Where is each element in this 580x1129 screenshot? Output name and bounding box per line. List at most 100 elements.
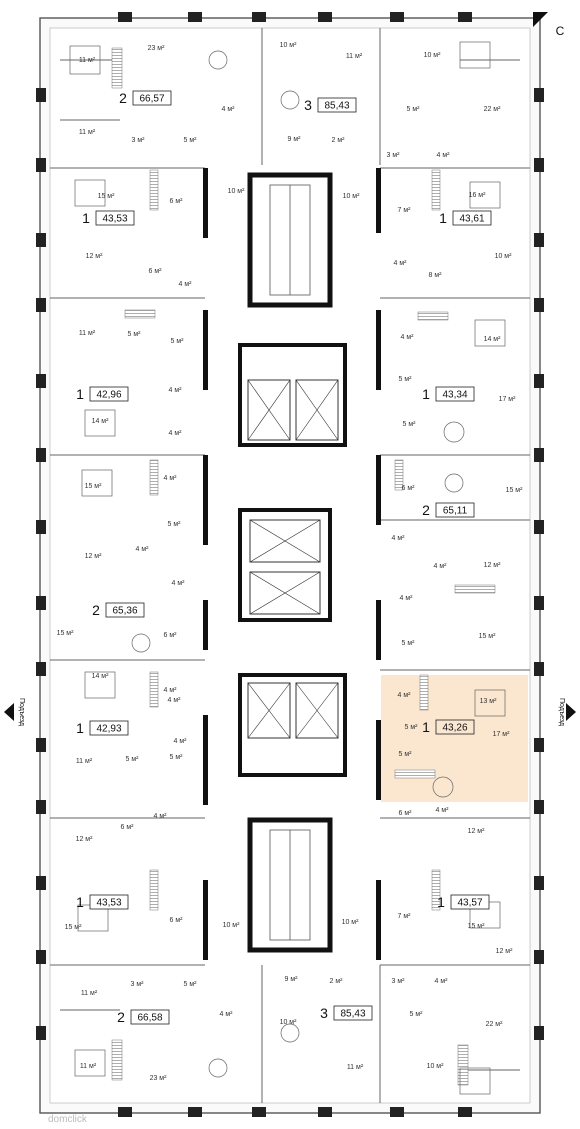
room-area-label: 4 м² (434, 563, 448, 570)
room-area-label: 3 м² (392, 978, 406, 985)
room-area-label: 11 м² (81, 990, 98, 997)
room-area-label: 10 м² (427, 1063, 445, 1070)
room-area-label: 5 м² (403, 421, 417, 428)
apartment-area-box (130, 1009, 170, 1025)
compass-north-label: С (556, 24, 565, 38)
room-area-label: 10 м² (223, 922, 241, 929)
kitchen-strips (111, 47, 496, 1086)
room-area-label: 15 м² (479, 633, 497, 640)
room-area-label: 11 м² (347, 1064, 364, 1071)
room-area-label: 4 м² (222, 106, 236, 113)
room-area-label: 10 м² (424, 52, 442, 59)
room-area-label: 6 м² (164, 632, 178, 639)
apartment-room-count: 1 (76, 894, 84, 910)
room-area-label: 23 м² (148, 45, 166, 52)
room-area-label: 11 м² (79, 129, 96, 136)
room-area-label: 12 м² (86, 253, 104, 260)
room-area-label: 12 м² (85, 553, 103, 560)
room-area-label: 7 м² (398, 207, 412, 214)
apartment-room-count: 1 (422, 386, 430, 402)
room-area-label: 10 м² (228, 188, 246, 195)
room-area-label: 4 м² (136, 546, 150, 553)
room-area-label: 5 м² (399, 751, 413, 758)
apartment-walls (50, 28, 530, 1103)
room-area-label: 9 м² (285, 976, 299, 983)
room-area-label: 4 м² (164, 475, 178, 482)
room-area-label: 4 м² (169, 387, 183, 394)
apartment-total-area: 43,53 (102, 214, 127, 225)
apartment-total-area: 65,36 (112, 606, 137, 617)
room-area-label: 11 м² (346, 53, 363, 60)
entrance-label-right: Подъезд (558, 698, 565, 726)
apartment-area-box (450, 894, 490, 910)
room-area-label: 11 м² (76, 758, 93, 765)
apartment-room-count: 1 (76, 386, 84, 402)
room-area-label: 5 м² (407, 106, 421, 113)
room-area-label: 15 м² (65, 924, 83, 931)
room-area-label: 6 м² (149, 268, 163, 275)
room-area-label: 6 м² (402, 485, 416, 492)
room-area-label: 4 м² (220, 1011, 234, 1018)
room-area-label: 6 м² (170, 917, 184, 924)
room-area-label: 4 м² (164, 687, 178, 694)
apartment-total-area: 85,43 (340, 1009, 365, 1020)
apartment-area-box (89, 720, 129, 736)
room-area-label: 15 м² (57, 630, 75, 637)
watermark: domclick (48, 1114, 88, 1125)
apartment-total-area: 66,57 (139, 94, 164, 105)
apartment-total-area: 43,26 (442, 723, 467, 734)
room-area-label: 3 м² (387, 152, 401, 159)
room-area-label: 22 м² (484, 106, 502, 113)
elevators-top (238, 343, 347, 447)
apartment-total-area: 43,34 (442, 390, 467, 401)
facade-windows (36, 12, 544, 1117)
room-area-label: 10 м² (342, 919, 360, 926)
room-area-label: 14 м² (92, 418, 110, 425)
room-area-label: 22 м² (486, 1021, 504, 1028)
room-area-label: 5 м² (410, 1011, 424, 1018)
room-area-label: 5 м² (126, 756, 140, 763)
room-area-label: 6 м² (170, 198, 184, 205)
room-area-label: 5 м² (399, 376, 413, 383)
apartment-room-count: 1 (76, 720, 84, 736)
room-area-label: 4 м² (174, 738, 188, 745)
room-area-label: 11 м² (79, 57, 96, 64)
room-area-label: 17 м² (499, 396, 517, 403)
apartment-area-box (105, 602, 145, 618)
room-area-label: 12 м² (76, 836, 94, 843)
room-area-label: 4 м² (435, 978, 449, 985)
room-area-label: 5 м² (170, 754, 184, 761)
entrance-left: Подъезд (4, 698, 25, 726)
room-area-label: 10 м² (343, 193, 361, 200)
apartment-total-area: 43,61 (459, 214, 484, 225)
apartment-room-count: 2 (422, 502, 430, 518)
apartment-room-count: 1 (422, 719, 430, 735)
room-area-label: 16 м² (469, 192, 487, 199)
apartment-area-box (435, 502, 475, 518)
corridor-walls (203, 168, 381, 960)
room-area-label: 5 м² (168, 521, 182, 528)
room-area-label: 3 м² (132, 137, 146, 144)
room-area-label: 9 м² (288, 136, 302, 143)
apartment-room-count: 2 (119, 90, 127, 106)
room-area-label: 2 м² (330, 978, 344, 985)
apartment-room-count: 2 (92, 602, 100, 618)
room-area-label: 15 м² (468, 923, 486, 930)
apartment-total-area: 43,57 (457, 898, 482, 909)
apartment-room-count: 3 (320, 1005, 328, 1021)
